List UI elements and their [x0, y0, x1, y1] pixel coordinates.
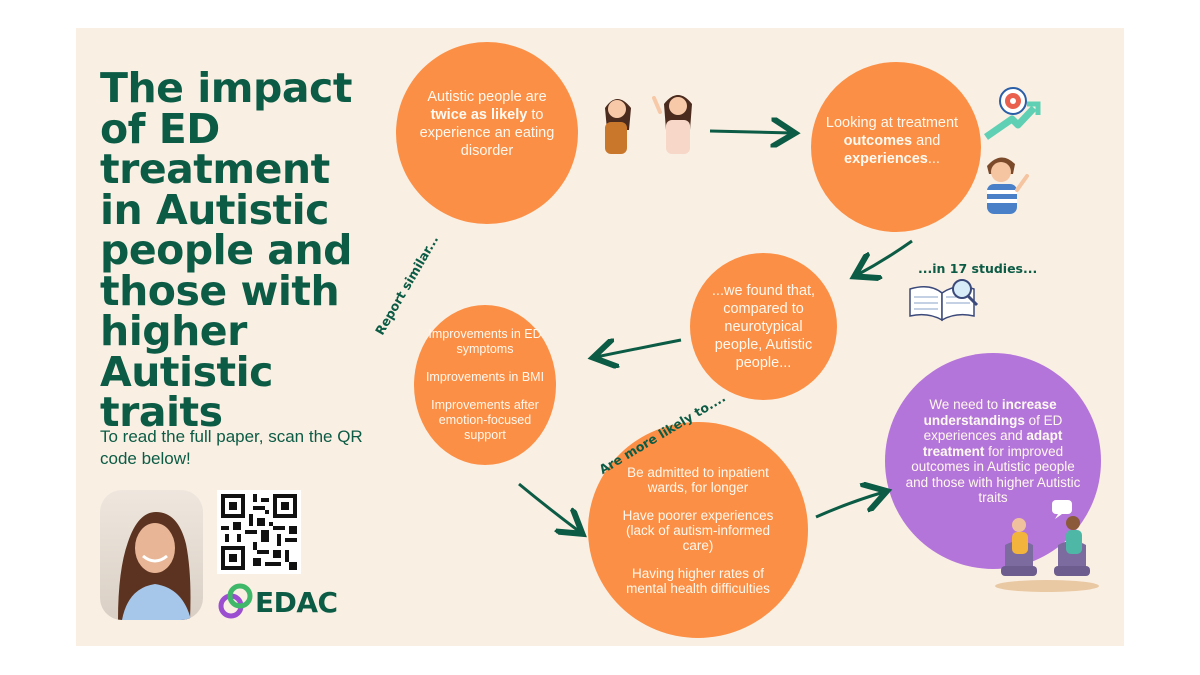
arrow-to-outcomes [709, 131, 792, 133]
circle-report-similar: Improvements in ED symptoms Improvements… [414, 305, 556, 465]
label-in-17-studies: ...in 17 studies... [918, 261, 1038, 276]
open-book-magnifier-icon [909, 279, 979, 322]
arrow-to-more-likely [518, 482, 580, 532]
circle-more-likely: Be admitted to inpatient wards, for long… [588, 422, 808, 638]
edac-logo-icon [218, 583, 253, 619]
circle-treatment-outcomes-text: Looking at treatment outcomes and experi… [825, 115, 959, 167]
list-item: Improvements in ED symptoms [428, 327, 542, 356]
therapy-session-icon [995, 500, 1099, 592]
circle-we-found: ...we found that, compared to neurotypic… [690, 253, 837, 400]
list-item: Improvements in BMI [425, 370, 545, 384]
circle-autistic-likely: Autistic people are twice as likely to e… [396, 42, 578, 224]
circle-we-need: We need to increase understandings of ED… [885, 353, 1101, 569]
list-item: Improvements after emotion-focused suppo… [431, 398, 539, 442]
two-women-chatting-icon [605, 95, 692, 154]
circle-we-need-text: We need to increase understandings of ED… [905, 397, 1081, 505]
arrow-to-we-found [857, 239, 913, 275]
circle-treatment-outcomes: Looking at treatment outcomes and experi… [811, 62, 981, 232]
circle-we-found-text: ...we found that, compared to neurotypic… [711, 282, 816, 371]
arrow-to-report-similar [596, 340, 682, 357]
more-likely-list: Be admitted to inpatient wards, for long… [610, 465, 786, 596]
arrow-to-we-need [815, 492, 884, 519]
qr-code[interactable] [217, 490, 301, 574]
report-similar-list: Improvements in ED symptoms Improvements… [424, 327, 546, 443]
edac-logo-text: EDAC [255, 586, 338, 619]
target-growth-icon [984, 87, 1041, 140]
subtitle: To read the full paper, scan the QR code… [100, 427, 363, 468]
circle-autistic-likely-text: Autistic people are twice as likely to e… [419, 89, 555, 159]
author-photo [100, 490, 203, 620]
waving-man-icon [987, 157, 1029, 214]
list-item: Having higher rates of mental health dif… [626, 565, 770, 596]
page-title: The impact of ED treatment in Autistic p… [100, 64, 353, 436]
list-item: Have poorer experiences (lack of autism-… [622, 507, 774, 553]
list-item: Be admitted to inpatient wards, for long… [627, 464, 769, 495]
